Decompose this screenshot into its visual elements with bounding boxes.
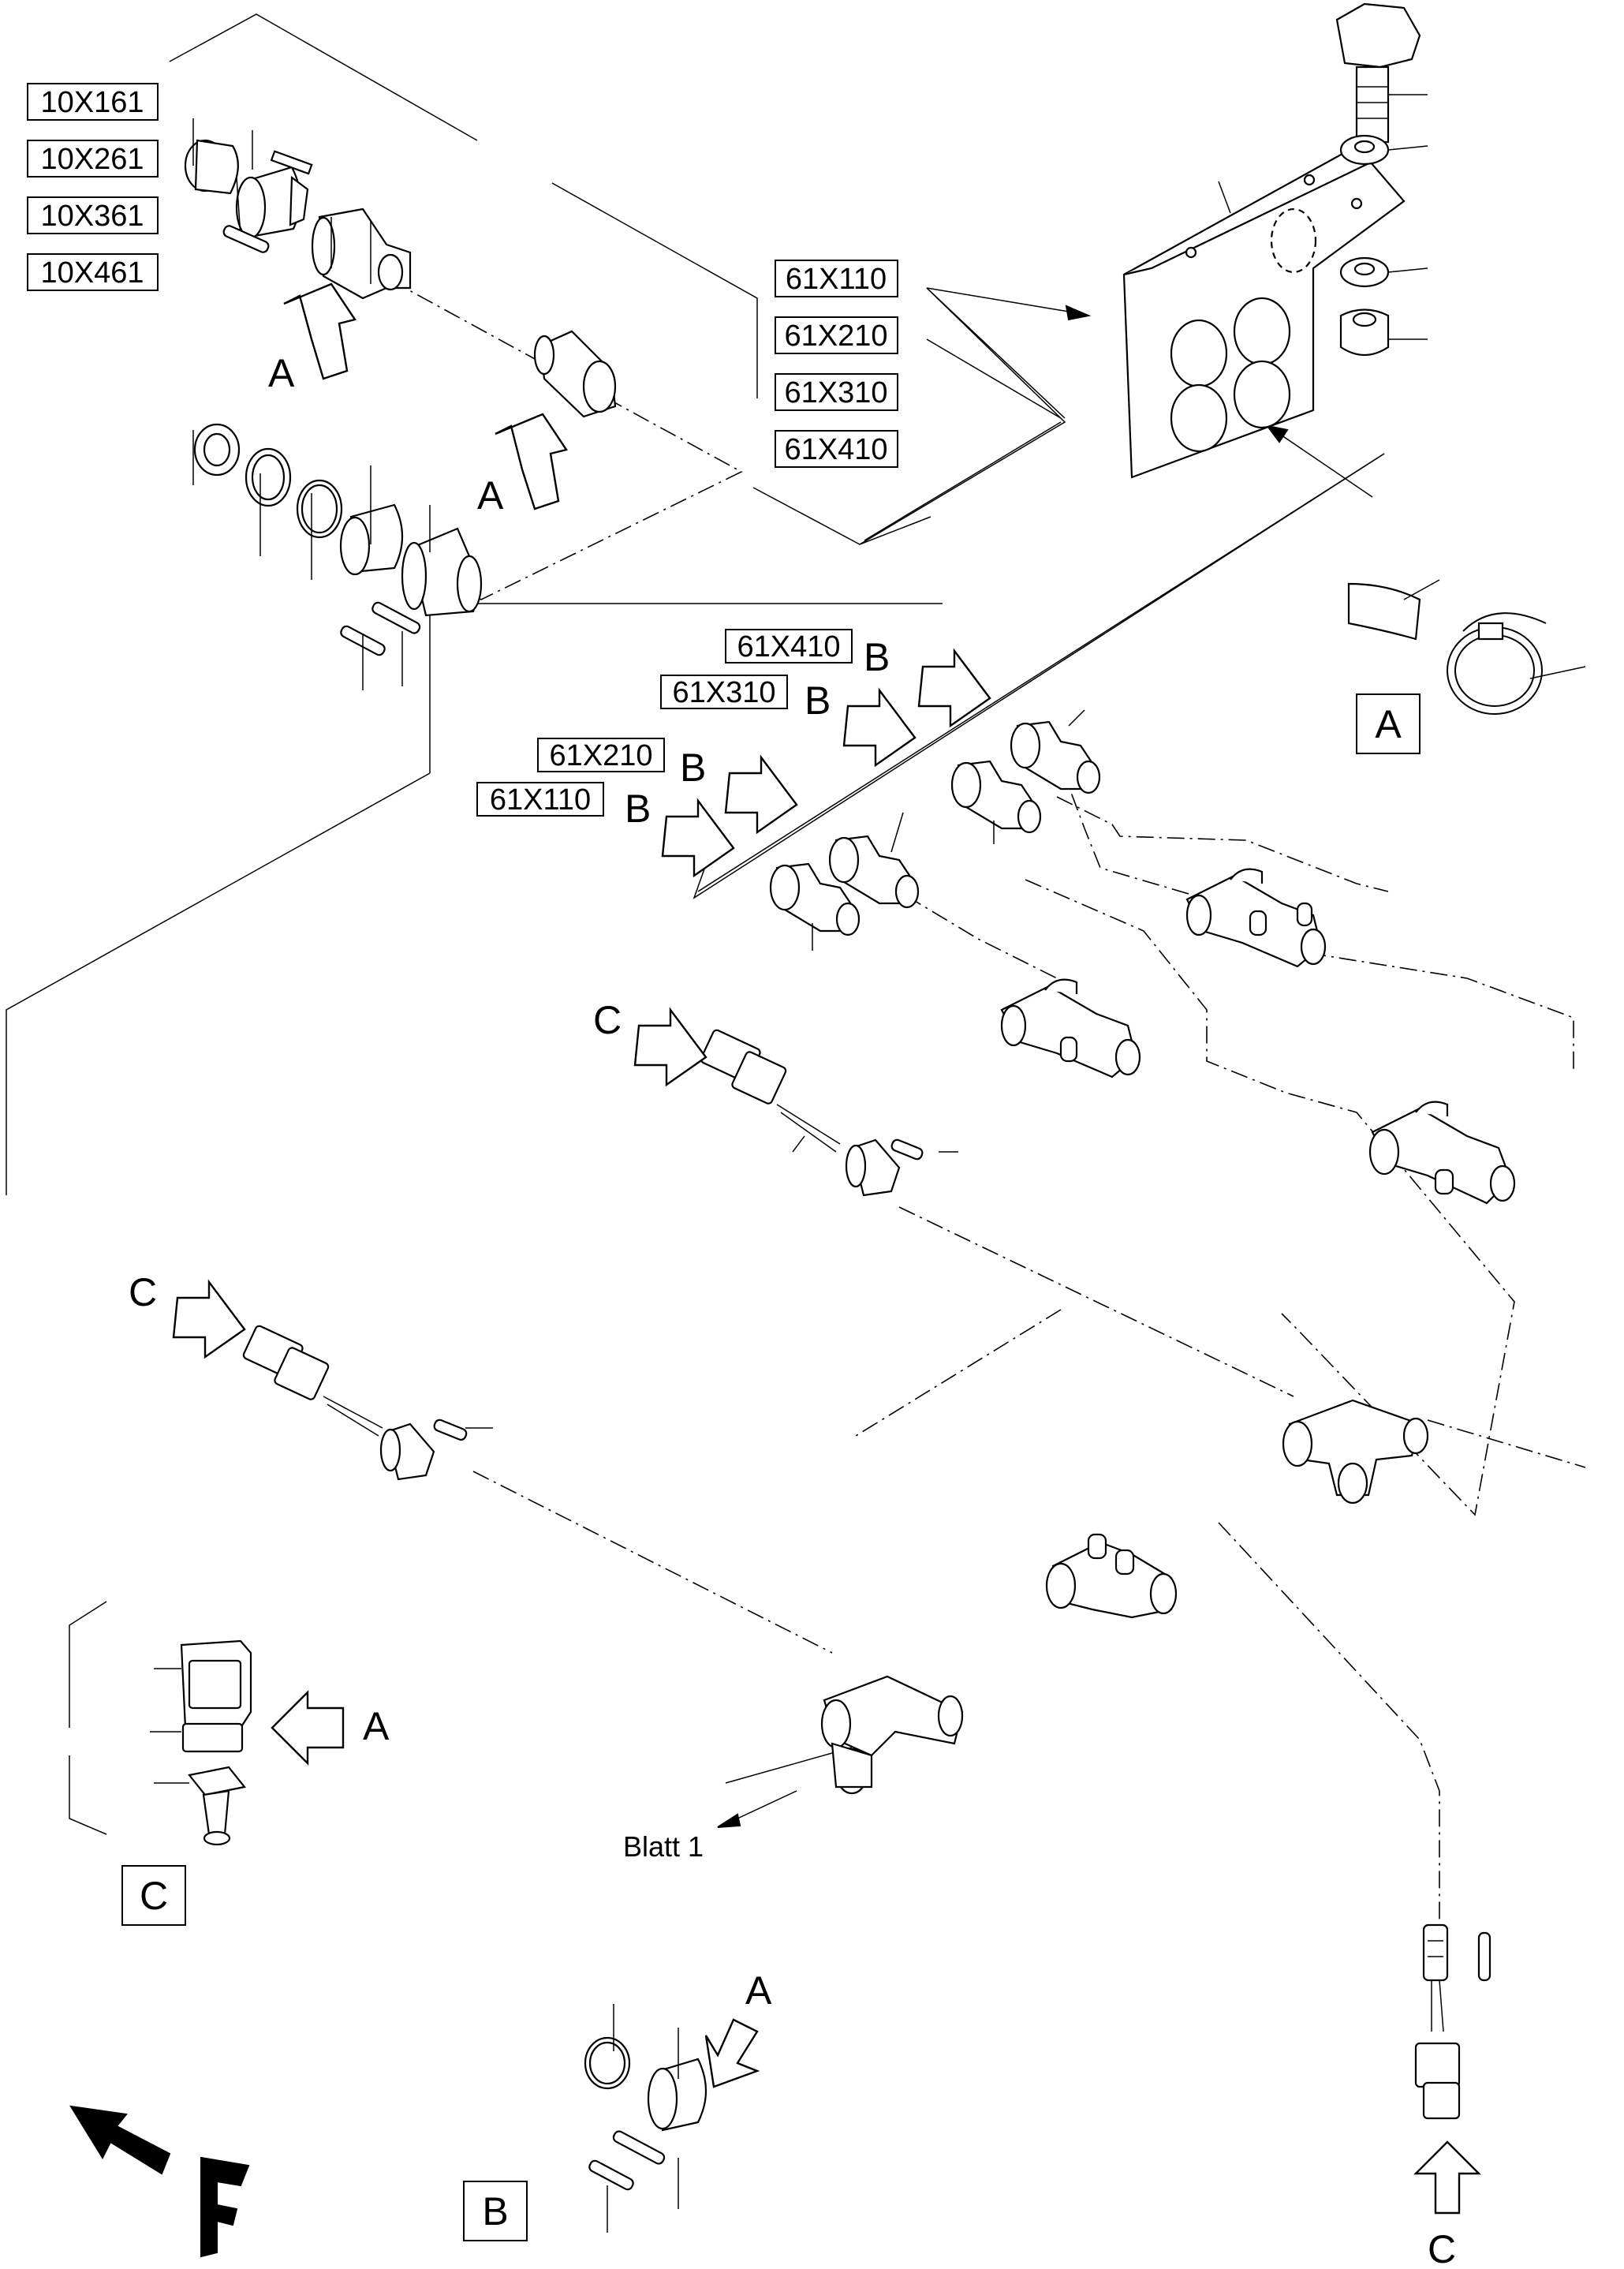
right-label-2: 61X210 <box>784 320 887 353</box>
b-label-2: 61X310 <box>672 676 775 709</box>
top-left-parts <box>184 118 617 690</box>
left-label-1: 10X161 <box>40 86 144 119</box>
view-letter-boxes <box>121 693 1421 2241</box>
t-pieces <box>820 868 1516 1795</box>
left-label-boxes <box>27 83 159 291</box>
view-letter-a-3: A <box>363 1704 390 1748</box>
view-letter-b-2: B <box>805 678 831 723</box>
b-label-4: 61X110 <box>490 783 591 817</box>
tape-and-cable-tie <box>1347 579 1586 715</box>
bracket-arrow <box>717 287 1373 1828</box>
center-lines <box>390 279 1586 1921</box>
direction-arrow-icon <box>69 2105 250 2258</box>
b-group-label-boxes <box>476 629 853 817</box>
view-arrows <box>172 282 1481 2215</box>
view-letter-c-3: C <box>1428 2227 1456 2269</box>
right-label-1: 61X110 <box>786 263 887 296</box>
view-letter-a-1: A <box>268 351 295 395</box>
right-label-3: 61X310 <box>784 376 887 409</box>
view-letter-a-4: A <box>745 1968 772 2013</box>
right-label-4: 61X410 <box>784 433 887 466</box>
left-label-3: 10X361 <box>40 200 144 233</box>
view-letter-b-1: B <box>864 635 890 679</box>
detail-letter-b: B <box>482 2189 508 2233</box>
detail-letter-c: C <box>140 1874 168 1918</box>
detail-letter-a: A <box>1375 702 1402 746</box>
detail-c-housing <box>150 1639 252 1846</box>
knob-assembly <box>1335 2 1428 356</box>
c-connector-lower <box>242 1325 493 1481</box>
c-connector-bottom-right <box>1414 1923 1491 2120</box>
b-label-3: 61X210 <box>549 739 652 772</box>
b-group-fittings <box>769 709 1101 951</box>
view-letter-a-2: A <box>477 473 504 518</box>
view-letter-b-3: B <box>680 746 706 790</box>
left-label-2: 10X261 <box>40 143 144 176</box>
b-label-1: 61X410 <box>737 630 840 664</box>
view-letter-c-2: C <box>129 1270 157 1314</box>
right-label-boxes <box>775 260 898 468</box>
sheet-reference: Blatt 1 <box>623 1830 704 1863</box>
left-label-4: 10X461 <box>40 256 144 290</box>
view-letter-b-4: B <box>625 787 651 831</box>
mounting-bracket <box>1122 144 1406 479</box>
view-letter-c-1: C <box>593 998 622 1042</box>
c-connector-upper <box>700 1029 958 1197</box>
detail-b-parts <box>584 2004 707 2233</box>
